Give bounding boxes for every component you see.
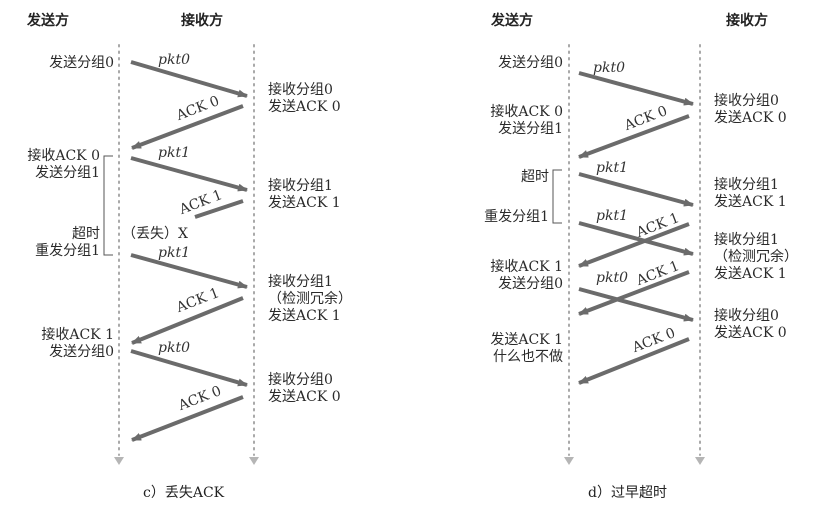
panel-d-graphics bbox=[552, 44, 705, 465]
message-label: pkt1 bbox=[158, 145, 190, 161]
sender-event: 接收ACK 1 发送分组0 bbox=[41, 327, 114, 360]
sender-event: 接收ACK 0 发送分组1 bbox=[490, 104, 563, 137]
sender-event: 发送分组0 bbox=[498, 55, 563, 71]
arrow-ack0-2 bbox=[131, 395, 244, 442]
arrow-pkt1 bbox=[130, 156, 248, 192]
sender-header: 发送方 bbox=[27, 13, 69, 29]
arrow-pkt1-resend bbox=[578, 221, 694, 256]
arrow-pkt0 bbox=[130, 60, 248, 98]
arrow-ack1-2 bbox=[578, 270, 690, 316]
message-label: pkt1 bbox=[596, 208, 628, 224]
timeout-bracket bbox=[552, 169, 562, 224]
receiver-header: 接收方 bbox=[181, 13, 223, 29]
receiver-event: 接收分组1 （检测冗余） 发送ACK 1 bbox=[714, 232, 798, 282]
sender-timeline-end-icon bbox=[114, 457, 124, 465]
receiver-event: 接收分组0 发送ACK 0 bbox=[714, 308, 787, 341]
message-label: pkt0 bbox=[593, 60, 625, 76]
sender-event: 接收ACK 0 发送分组1 bbox=[27, 148, 100, 181]
arrow-ack0-2 bbox=[578, 337, 690, 385]
receiver-timeline-end-icon bbox=[249, 457, 259, 465]
arrow-pkt1 bbox=[578, 172, 694, 207]
arrow-ack0 bbox=[578, 114, 690, 159]
receiver-event: 接收分组1 （检测冗余） 发送ACK 1 bbox=[268, 274, 352, 324]
message-label: pkt1 bbox=[596, 160, 628, 176]
figure-caption: c）丢失ACK bbox=[143, 485, 225, 501]
receiver-event: 接收分组1 发送ACK 1 bbox=[268, 178, 341, 211]
message-label: pkt0 bbox=[158, 52, 190, 68]
sender-event: 发送ACK 1 什么也不做 bbox=[490, 332, 563, 365]
receiver-event: 接收分组0 发送ACK 0 bbox=[268, 82, 341, 115]
arrow-ack0 bbox=[131, 104, 244, 150]
figure-caption: d）过早超时 bbox=[588, 485, 667, 501]
message-label: pkt1 bbox=[158, 245, 190, 261]
receiver-header: 接收方 bbox=[726, 13, 768, 29]
message-label: pkt0 bbox=[596, 270, 628, 286]
arrow-ack1 bbox=[578, 222, 690, 268]
arrow-pkt0 bbox=[578, 71, 694, 106]
receiver-timeline-end-icon bbox=[695, 457, 705, 465]
message-label: pkt0 bbox=[158, 340, 190, 356]
receiver-event: 接收分组0 发送ACK 0 bbox=[714, 93, 787, 126]
arrow-ack1-lost bbox=[194, 199, 244, 219]
arrow-pkt1-resend bbox=[130, 253, 248, 289]
sender-event: 超时 重发分组1 bbox=[35, 226, 100, 259]
sender-event: 重发分组1 bbox=[484, 209, 549, 225]
timeout-bracket bbox=[103, 155, 113, 256]
sender-event: 超时 bbox=[521, 169, 549, 185]
arrow-pkt0-2 bbox=[130, 349, 248, 387]
panel-c-graphics bbox=[103, 44, 259, 465]
sender-header: 发送方 bbox=[491, 13, 533, 29]
arrow-ack1 bbox=[131, 296, 244, 345]
sender-timeline-end-icon bbox=[564, 457, 574, 465]
sender-event: 发送分组0 bbox=[49, 55, 114, 71]
arrow-pkt0-2 bbox=[578, 287, 694, 322]
loss-marker: （丢失）X bbox=[122, 226, 188, 242]
receiver-event: 接收分组0 发送ACK 0 bbox=[268, 372, 341, 405]
sender-event: 接收ACK 1 发送分组0 bbox=[490, 259, 563, 292]
receiver-event: 接收分组1 发送ACK 1 bbox=[714, 177, 787, 210]
